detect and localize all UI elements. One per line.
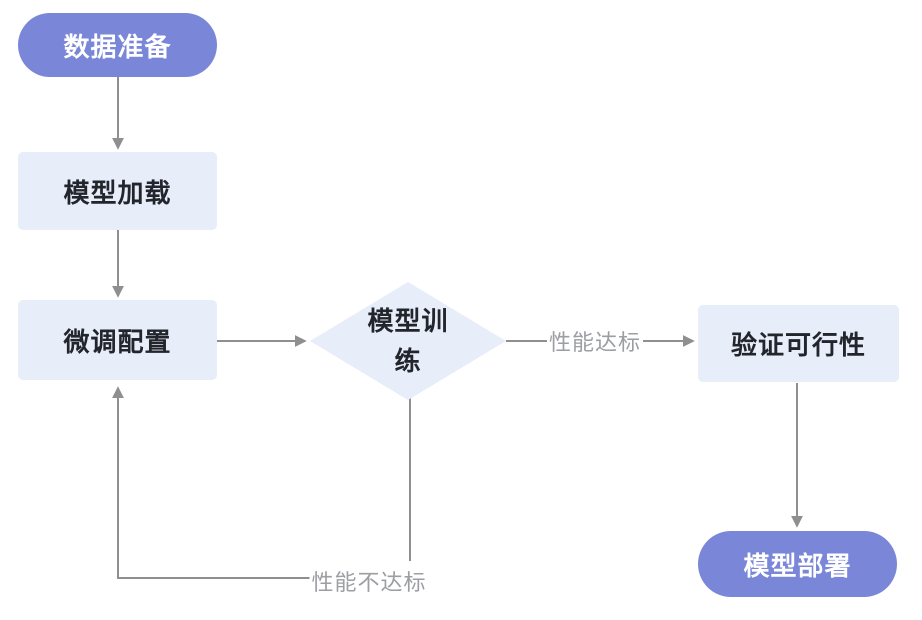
node-model-deployment: 模型部署 <box>698 531 897 597</box>
node-label: 模型加载 <box>63 177 172 208</box>
node-verify-feasibility: 验证可行性 <box>698 305 899 382</box>
edge-label-performance-pass: 性能达标 <box>546 321 644 361</box>
node-label: 模型训 练 <box>310 282 506 400</box>
edge-training-back-to-config <box>112 386 411 579</box>
node-label-line2: 练 <box>394 346 422 376</box>
node-model-training: 模型训 练 <box>310 282 506 400</box>
node-label: 数据准备 <box>63 31 172 62</box>
node-label: 模型部署 <box>743 550 852 581</box>
node-model-loading: 模型加载 <box>18 152 217 230</box>
node-label: 验证可行性 <box>730 330 866 360</box>
node-label-line1: 模型训 <box>367 306 449 336</box>
node-data-preparation: 数据准备 <box>18 13 217 77</box>
edge-label-performance-fail: 性能不达标 <box>309 561 429 601</box>
node-label: 微调配置 <box>63 326 172 357</box>
node-finetune-config: 微调配置 <box>18 300 217 380</box>
